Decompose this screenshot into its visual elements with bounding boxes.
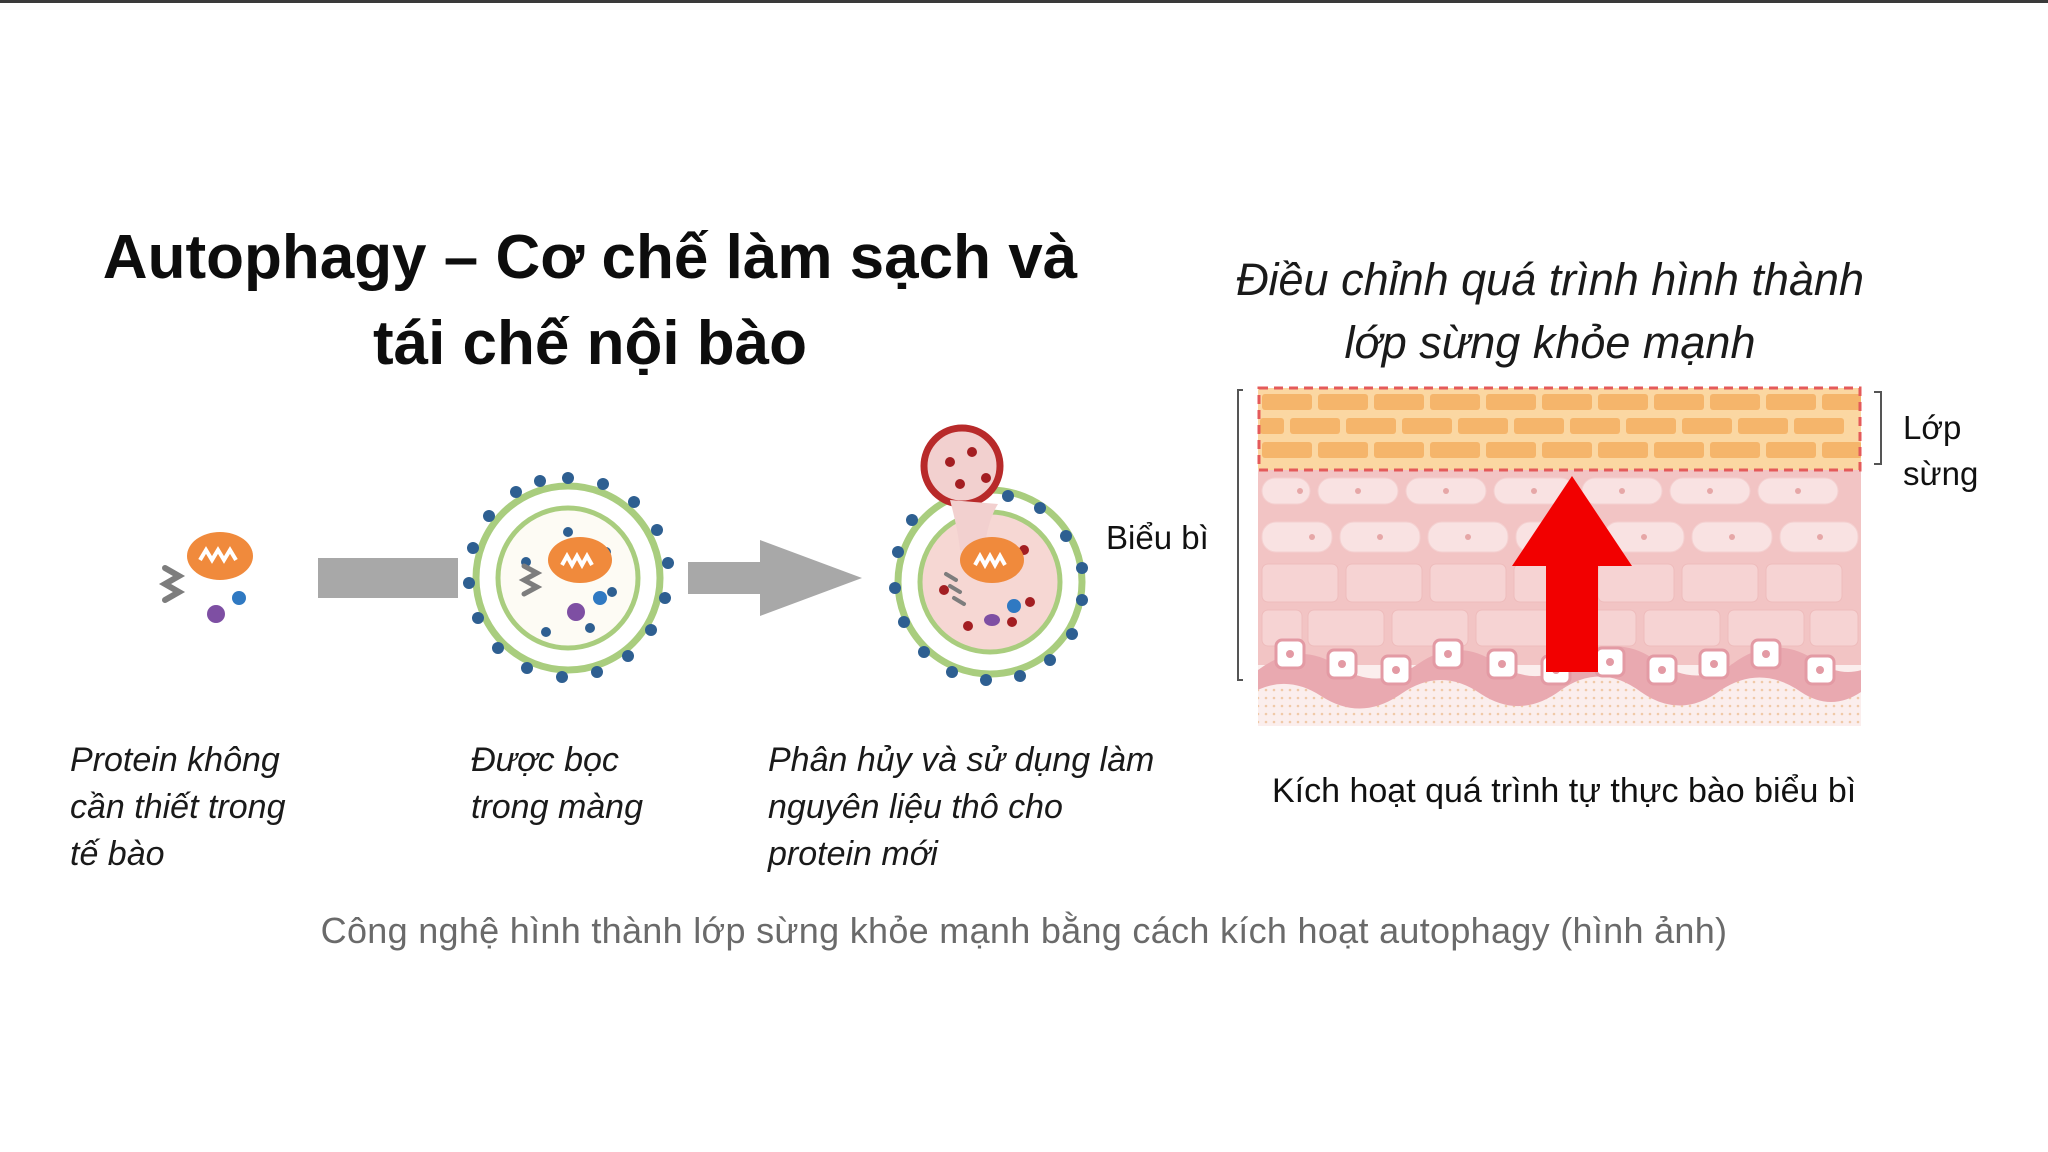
epidermis-label: Biểu bì — [1106, 519, 1209, 556]
step-1-caption: Protein không cần thiết trong tế bào — [70, 741, 286, 873]
stratum-corneum-outline — [1257, 386, 1862, 472]
subtitle-line-1: Điều chỉnh quá trình hình thành — [1236, 254, 1864, 305]
step-3-caption: Phân hủy và sử dụng làm nguyên liệu thô … — [768, 741, 1155, 873]
autolysosome-icon — [889, 424, 1088, 686]
process-arrow-1 — [318, 558, 458, 598]
figure-footer-caption: Công nghệ hình thành lớp sừng khỏe mạnh … — [320, 910, 1728, 951]
subtitle-line-2: lớp sừng khỏe mạnh — [1344, 317, 1756, 368]
step-2-caption: Được bọc trong màng — [471, 741, 643, 826]
upward-red-arrow-icon — [1512, 476, 1632, 672]
skin-subtitle: Điều chỉnh quá trình hình thành lớp sừng… — [1180, 248, 1920, 374]
page-title: Autophagy – Cơ chế làm sạch và tái chế n… — [100, 215, 1080, 387]
autophagosome-icon — [463, 472, 674, 683]
process-arrow-2 — [688, 540, 862, 616]
skin-caption: Kích hoạt quá trình tự thực bào biểu bì — [1272, 772, 1857, 810]
unneeded-protein-icon — [158, 532, 253, 623]
title-line-2: tái chế nội bào — [372, 309, 808, 378]
top-border — [0, 0, 2048, 3]
stratum-corneum-label: Lớp sừng — [1903, 409, 1979, 492]
title-line-1: Autophagy – Cơ chế làm sạch và — [102, 223, 1078, 292]
